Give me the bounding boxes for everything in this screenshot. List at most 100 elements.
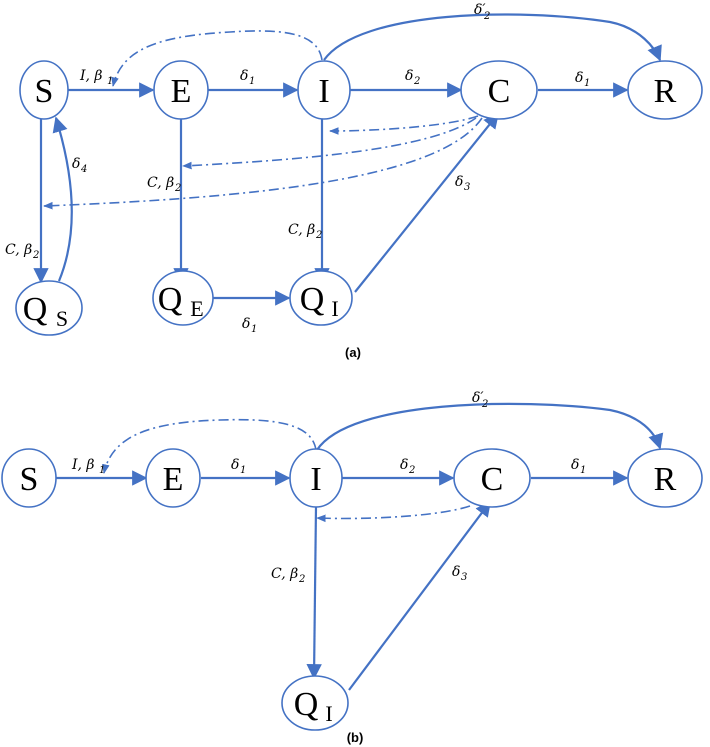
svg-text:C, β: C, β xyxy=(5,242,32,258)
edge-i-r xyxy=(323,13,662,62)
node-s-b: S xyxy=(1,448,57,508)
node-qe: Q E xyxy=(152,270,214,326)
node-i-label: I xyxy=(318,73,329,110)
svg-text:C, β: C, β xyxy=(271,566,298,582)
svg-text:1: 1 xyxy=(584,78,590,89)
svg-text:δ: δ xyxy=(452,564,460,580)
node-s-label: S xyxy=(35,73,54,110)
svg-text:δ: δ xyxy=(72,156,80,172)
svg-text:1: 1 xyxy=(251,324,257,335)
node-e-label: E xyxy=(171,73,192,110)
dashed-edge-i-to-se-b xyxy=(102,418,317,474)
node-c: C xyxy=(460,60,538,120)
svg-text:1: 1 xyxy=(580,465,586,476)
node-c-label: C xyxy=(488,73,511,110)
svg-text:1: 1 xyxy=(99,465,105,476)
edge-i-r-b xyxy=(316,402,664,451)
svg-text:2: 2 xyxy=(298,574,305,585)
svg-text:δ′: δ′ xyxy=(474,2,486,18)
node-qs: Q S xyxy=(15,280,83,336)
node-qi-b: Q I xyxy=(281,675,349,731)
node-i-b-label: I xyxy=(310,461,321,498)
node-qi-label: Q xyxy=(300,281,325,318)
caption-a: (a) xyxy=(345,345,361,360)
node-qi-b-subscript: I xyxy=(325,701,332,726)
diagram-a: S E I C R Q S Q E Q I xyxy=(5,2,703,360)
svg-text:δ: δ xyxy=(405,68,413,84)
node-c-b: C xyxy=(453,448,531,508)
node-qe-label: Q xyxy=(158,281,183,318)
node-c-b-label: C xyxy=(481,461,504,498)
edge-qi-c xyxy=(354,112,499,293)
node-r-b: R xyxy=(627,448,703,508)
node-qi: Q I xyxy=(289,270,353,326)
svg-text:δ: δ xyxy=(231,457,239,473)
node-i: I xyxy=(297,60,351,120)
node-i-b: I xyxy=(289,448,343,508)
node-qs-label: Q xyxy=(23,291,48,328)
caption-b: (b) xyxy=(347,730,364,745)
dashed-edge-c-to-i xyxy=(329,115,479,135)
svg-text:C, β: C, β xyxy=(147,175,174,191)
svg-text:1: 1 xyxy=(249,76,255,87)
svg-text:1: 1 xyxy=(107,76,113,87)
node-r: R xyxy=(627,60,703,120)
dashed-edge-i-to-se xyxy=(111,30,323,87)
svg-text:2: 2 xyxy=(483,11,490,22)
node-r-label: R xyxy=(654,73,677,110)
node-qe-subscript: E xyxy=(190,296,203,321)
svg-text:2: 2 xyxy=(32,250,39,261)
svg-text:δ: δ xyxy=(455,174,463,190)
svg-text:δ: δ xyxy=(400,457,408,473)
edge-qi-c-b xyxy=(348,500,491,691)
label-i-r: δ′2 xyxy=(474,2,490,22)
node-s-b-label: S xyxy=(20,461,39,498)
svg-text:C, β: C, β xyxy=(288,222,315,238)
svg-text:δ: δ xyxy=(571,457,579,473)
node-e-b: E xyxy=(145,448,201,508)
node-qi-b-label: Q xyxy=(294,686,319,723)
dashed-edge-c-to-s xyxy=(43,117,483,210)
dashed-edge-c-to-e xyxy=(182,117,477,170)
svg-text:δ: δ xyxy=(240,68,248,84)
svg-text:3: 3 xyxy=(461,572,467,583)
svg-text:4: 4 xyxy=(80,164,87,175)
node-e: E xyxy=(153,60,209,120)
label-i-r-b: δ′2 xyxy=(472,390,488,410)
svg-text:2: 2 xyxy=(408,465,415,476)
svg-text:δ: δ xyxy=(575,70,583,86)
svg-text:δ′: δ′ xyxy=(472,390,484,406)
node-s: S xyxy=(19,60,69,120)
svg-text:1: 1 xyxy=(240,465,246,476)
node-r-b-label: R xyxy=(654,461,677,498)
edge-qs-s xyxy=(52,116,73,282)
svg-text:2: 2 xyxy=(481,399,488,410)
svg-text:δ: δ xyxy=(242,316,250,332)
dashed-edge-c-to-i-b xyxy=(316,505,471,523)
edge-i-qi-b xyxy=(306,505,322,680)
svg-text:3: 3 xyxy=(464,182,470,193)
node-qs-subscript: S xyxy=(56,306,68,331)
svg-text:2: 2 xyxy=(174,183,181,194)
node-qi-subscript: I xyxy=(331,296,338,321)
svg-text:2: 2 xyxy=(413,76,420,87)
node-e-b-label: E xyxy=(163,461,184,498)
svg-text:2: 2 xyxy=(315,230,322,241)
